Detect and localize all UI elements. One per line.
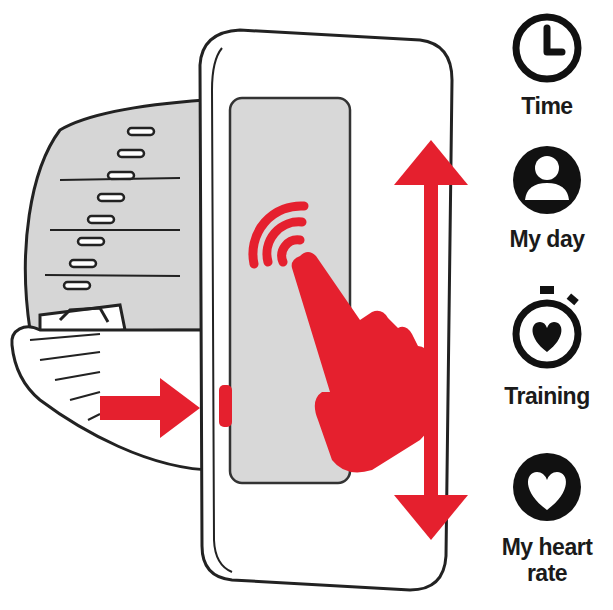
press-arrow — [100, 378, 200, 438]
tap-waves — [253, 206, 304, 264]
swipe-arrow — [394, 140, 468, 540]
front-strap — [12, 327, 215, 470]
person-icon — [513, 146, 581, 214]
strap-holes — [64, 128, 154, 289]
menu-label: My day — [487, 226, 607, 252]
back-strap — [25, 100, 210, 331]
menu-label: Time — [487, 93, 607, 119]
tapping-hand — [292, 252, 437, 472]
strap-lines — [45, 178, 180, 276]
stopwatch-icon — [516, 286, 579, 365]
clock-icon — [516, 17, 578, 79]
menu-label: Training — [487, 383, 607, 409]
menu-label: My heart rate — [487, 534, 607, 586]
strap-lines — [30, 334, 100, 420]
side-button — [219, 385, 232, 427]
buckle — [60, 308, 108, 322]
heart-icon — [513, 453, 581, 521]
